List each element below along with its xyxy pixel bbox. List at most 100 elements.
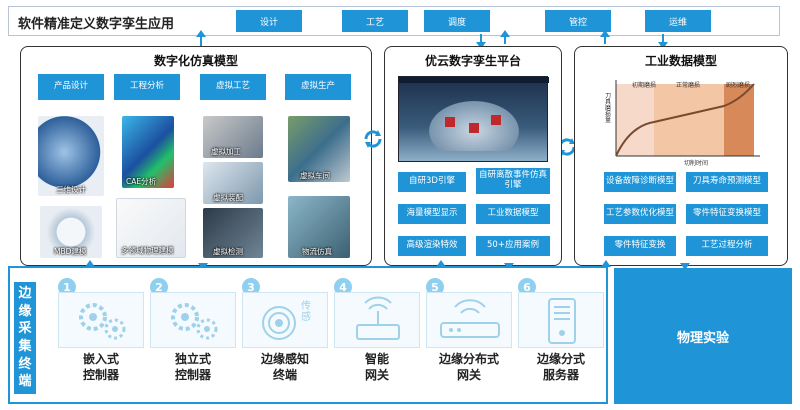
sync-icon	[364, 130, 382, 148]
feature-3d-engine[interactable]: 自研3D引擎	[398, 172, 466, 192]
arrow-up-icon	[600, 30, 610, 37]
arrow-down-icon	[680, 263, 690, 270]
feature-process-optimization[interactable]: 工艺参数优化模型	[604, 204, 676, 224]
platform-screenshot	[398, 76, 549, 162]
image-virtual-workshop: 虚拟车间	[288, 116, 350, 182]
device-name: 边缘分布式 网关	[438, 352, 499, 382]
column-engineering-analysis[interactable]: 工程分析	[114, 74, 180, 100]
column-virtual-process[interactable]: 虚拟工艺	[200, 74, 266, 100]
feature-part-transform[interactable]: 零件特征变换	[604, 236, 676, 256]
arrow-up-icon	[196, 30, 206, 37]
zone-severe	[724, 84, 754, 156]
device-smart-gateway[interactable]	[334, 292, 420, 348]
feature-advanced-rendering[interactable]: 高级渲染特效	[398, 236, 466, 256]
edge-label-char: 采	[18, 321, 32, 337]
zone-label-initial: 初期磨损	[632, 82, 657, 89]
arrow-down-icon	[658, 42, 668, 49]
image-caption: MBD建模	[54, 247, 87, 256]
connector	[662, 34, 664, 44]
feature-tool-life[interactable]: 刀具寿命预测模型	[686, 172, 768, 192]
column-virtual-production[interactable]: 虚拟生产	[285, 74, 351, 100]
device-number: 3	[242, 278, 260, 296]
image-caption: 三维设计	[56, 185, 86, 194]
arrow-up-icon	[85, 260, 95, 267]
edge-label-char: 端	[18, 374, 32, 390]
arrow-down-icon	[476, 42, 486, 49]
feature-part-feature-model[interactable]: 零件特征变换模型	[686, 204, 768, 224]
feature-use-cases[interactable]: 50+应用案例	[476, 236, 550, 256]
connector	[480, 34, 482, 44]
device-embedded-controller[interactable]	[58, 292, 144, 348]
connector	[604, 34, 606, 44]
connector	[200, 34, 202, 46]
image-caption: 虚拟加工	[211, 147, 241, 156]
physical-experiment[interactable]: 物理实验	[614, 268, 792, 404]
image-caption: 物流仿真	[302, 247, 332, 256]
sensor-icon	[262, 306, 296, 340]
edge-terminal-label: 边 缘 采 集 终 端	[14, 282, 36, 394]
gears-icon	[171, 303, 218, 340]
image-cae-analysis: CAE分析	[122, 116, 174, 188]
edge-label-char: 终	[18, 356, 32, 372]
device-number: 4	[334, 278, 352, 296]
device-edge-sensor[interactable]: 传感	[242, 292, 328, 348]
image-caption: 虚拟检测	[213, 247, 243, 256]
image-caption: 虚拟装配	[213, 193, 243, 202]
page-title: 软件精准定义数字孪生应用	[18, 17, 175, 32]
tab-process[interactable]: 工艺	[342, 10, 408, 32]
data-model-panel-title: 工业数据模型	[644, 54, 717, 68]
feature-massive-models[interactable]: 海量模型显示	[398, 204, 466, 224]
tab-control[interactable]: 管控	[545, 10, 611, 32]
image-caption: CAE分析	[126, 177, 157, 186]
edge-label-char: 集	[18, 339, 32, 354]
arrow-up-icon	[436, 260, 446, 267]
device-number: 5	[426, 278, 444, 296]
wifi-router-icon	[440, 299, 500, 338]
image-logistics-simulation: 物流仿真	[288, 196, 350, 258]
device-distributed-gateway[interactable]	[426, 292, 512, 348]
image-3d-design: 三维设计	[38, 116, 104, 196]
zone-label-normal: 正常磨损	[676, 82, 701, 89]
server-icon	[548, 298, 576, 344]
tool-wear-chart	[615, 80, 760, 157]
image-virtual-assembly: 虚拟装配	[203, 162, 263, 204]
feature-fault-diagnosis[interactable]: 设备故障诊断模型	[604, 172, 676, 192]
arrow-up-icon	[601, 260, 611, 267]
device-standalone-controller[interactable]	[150, 292, 236, 348]
chart-ylabel: 刀具磨损量	[605, 93, 612, 124]
wireless-gateway-icon	[356, 296, 400, 340]
tab-scheduling[interactable]: 调度	[424, 10, 490, 32]
feature-des-engine[interactable]: 自研离散事件仿真引擎	[476, 168, 550, 194]
chart-xlabel: 切削时间	[684, 160, 709, 167]
arrow-up-icon	[500, 30, 510, 37]
tab-maintenance[interactable]: 运维	[645, 10, 711, 32]
device-name: 边缘感知 终端	[260, 352, 309, 382]
tab-design[interactable]: 设计	[236, 10, 302, 32]
image-caption: 多领域物理建模	[121, 246, 174, 255]
image-caption: 虚拟车间	[300, 171, 330, 180]
edge-label-char: 边	[18, 286, 32, 302]
image-multi-domain-modeling: 多领域物理建模	[116, 198, 186, 258]
wear-curve	[615, 83, 755, 157]
simulation-panel-title: 数字化仿真模型	[153, 54, 238, 68]
image-virtual-inspection: 虚拟检测	[203, 208, 263, 258]
gears-icon	[79, 303, 126, 340]
feature-industrial-data-model[interactable]: 工业数据模型	[476, 204, 550, 224]
device-number: 6	[518, 278, 536, 296]
device-name: 嵌入式 控制器	[82, 352, 119, 382]
device-name: 智能 网关	[364, 352, 389, 382]
device-edge-server[interactable]	[518, 292, 604, 348]
column-product-design[interactable]: 产品设计	[38, 74, 104, 100]
device-number: 1	[58, 278, 76, 296]
edge-label-char: 缘	[18, 303, 32, 319]
platform-panel-title: 优云数字孪生平台	[424, 54, 521, 68]
image-mbd-modeling: MBD建模	[40, 206, 102, 258]
device-number: 2	[150, 278, 168, 296]
feature-process-analysis[interactable]: 工艺过程分析	[686, 236, 768, 256]
zone-label-severe: 剧烈磨损	[726, 82, 751, 89]
sensor-badge: 传感	[301, 301, 311, 323]
image-virtual-machining: 虚拟加工	[203, 116, 263, 158]
connector	[504, 34, 506, 44]
device-name: 边缘分式 服务器	[536, 352, 585, 382]
device-name: 独立式 控制器	[174, 352, 211, 382]
